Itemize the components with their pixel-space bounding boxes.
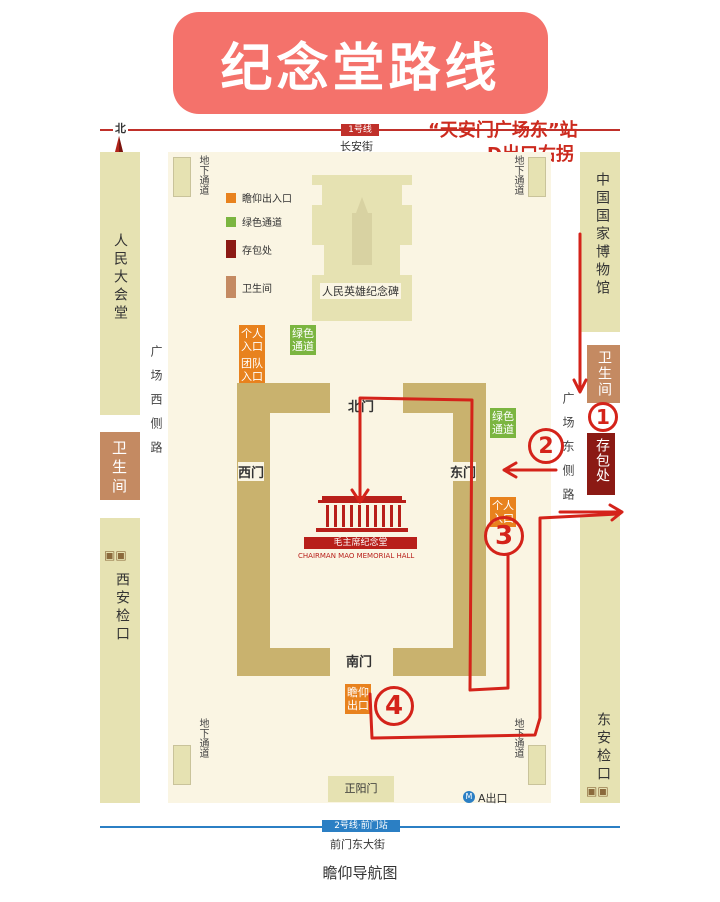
underpass-se bbox=[528, 745, 546, 785]
legend-viewing-label: 瞻仰出入口 bbox=[242, 194, 292, 205]
east-restroom-label: 卫生间 bbox=[596, 350, 612, 398]
legend-restroom: 卫生间 bbox=[226, 276, 272, 298]
route-inner-loop bbox=[350, 396, 510, 692]
legend-storage: 存包处 bbox=[226, 240, 272, 258]
legend-green-label: 绿色通道 bbox=[242, 218, 282, 229]
great-hall-block bbox=[100, 152, 140, 415]
station-annotation: “天安门广场东”站 bbox=[428, 120, 578, 141]
west-restroom-label: 卫生间 bbox=[110, 440, 128, 497]
step-2-circle: 2 bbox=[528, 428, 564, 464]
legend-storage-swatch bbox=[226, 240, 236, 258]
storage-label: 存包处 bbox=[594, 438, 610, 483]
west-restroom-icon: ▣▣ bbox=[104, 548, 127, 562]
great-hall-label: 人民大会堂 bbox=[112, 233, 128, 323]
memorial-english-label: CHAIRMAN MAO MEMORIAL HALL bbox=[298, 552, 415, 560]
route-arrow-down-from-station bbox=[572, 232, 588, 394]
legend-green: 绿色通道 bbox=[226, 214, 282, 229]
underpass-ne-label: 地下通道 bbox=[512, 155, 523, 195]
monument-label: 人民英雄纪念碑 bbox=[320, 283, 401, 299]
underpass-se-label: 地下通道 bbox=[512, 718, 523, 758]
green-channel-east-tag: 绿色通道 bbox=[490, 408, 516, 438]
map-caption: 瞻仰导航图 bbox=[322, 864, 398, 882]
viewing-exit-tag: 瞻仰出口 bbox=[345, 684, 371, 714]
east-checkpoint-block bbox=[580, 515, 620, 803]
underpass-nw-label: 地下通道 bbox=[197, 155, 208, 195]
personal-entrance-west-tag: 个人入口 bbox=[239, 325, 265, 355]
line1-badge: 1号线 bbox=[341, 124, 379, 136]
west-gate-label: 西门 bbox=[238, 462, 265, 481]
memorial-wall-sw bbox=[237, 648, 330, 676]
underpass-nw bbox=[173, 157, 191, 197]
underpass-sw bbox=[173, 745, 191, 785]
east-restroom-icon: ▣▣ bbox=[586, 784, 609, 798]
legend-viewing: 瞻仰出入口 bbox=[226, 190, 292, 205]
route-main-loop bbox=[368, 512, 620, 740]
line2-street: 前门东大街 bbox=[330, 838, 385, 851]
step-1-circle: 1 bbox=[588, 402, 618, 432]
west-road-label: 广场西侧路 bbox=[149, 345, 163, 465]
north-label: 北 bbox=[113, 120, 128, 136]
route-arrow-to-storage bbox=[558, 503, 624, 522]
memorial-wall-w bbox=[237, 455, 270, 675]
west-restroom-block bbox=[100, 432, 140, 500]
west-checkpoint-label: 西安检口 bbox=[114, 572, 130, 644]
page-title: 纪念堂路线 bbox=[173, 12, 548, 114]
green-channel-west-tag: 绿色通道 bbox=[290, 325, 316, 355]
step-3-circle: 3 bbox=[484, 516, 524, 556]
legend-restroom-swatch bbox=[226, 276, 236, 298]
line1-street: 长安街 bbox=[340, 140, 373, 153]
east-restroom-block bbox=[587, 345, 620, 403]
east-road-label: 广场东侧路 bbox=[561, 392, 575, 512]
legend-green-swatch bbox=[226, 216, 236, 227]
route-arrow-to-east-gate bbox=[502, 461, 558, 479]
museum-label: 中国国家博物馆 bbox=[594, 172, 610, 298]
east-gate-label: 东门 bbox=[450, 462, 477, 481]
legend-restroom-label: 卫生间 bbox=[242, 283, 272, 295]
title-text: 纪念堂路线 bbox=[220, 38, 501, 99]
underpass-ne bbox=[528, 157, 546, 197]
east-checkpoint-label: 东安检口 bbox=[595, 712, 611, 784]
south-gate-label: 南门 bbox=[346, 655, 373, 670]
exit-a-label: A出口 bbox=[478, 792, 508, 805]
west-checkpoint-block bbox=[100, 518, 140, 803]
museum-block bbox=[580, 152, 620, 332]
underpass-sw-label: 地下通道 bbox=[197, 718, 208, 758]
zhengyangmen-block: 正阳门 bbox=[328, 776, 394, 802]
legend-storage-label: 存包处 bbox=[242, 245, 272, 257]
memorial-name-badge: 毛主席纪念堂 bbox=[304, 537, 417, 549]
storage-block bbox=[587, 433, 615, 495]
group-entrance-tag: 团队入口 bbox=[239, 355, 265, 385]
line2-badge: 2号线·前门站 bbox=[322, 820, 400, 832]
step-4-circle: 4 bbox=[374, 686, 414, 726]
legend-viewing-swatch bbox=[226, 192, 236, 203]
subway-icon: M bbox=[463, 791, 475, 803]
